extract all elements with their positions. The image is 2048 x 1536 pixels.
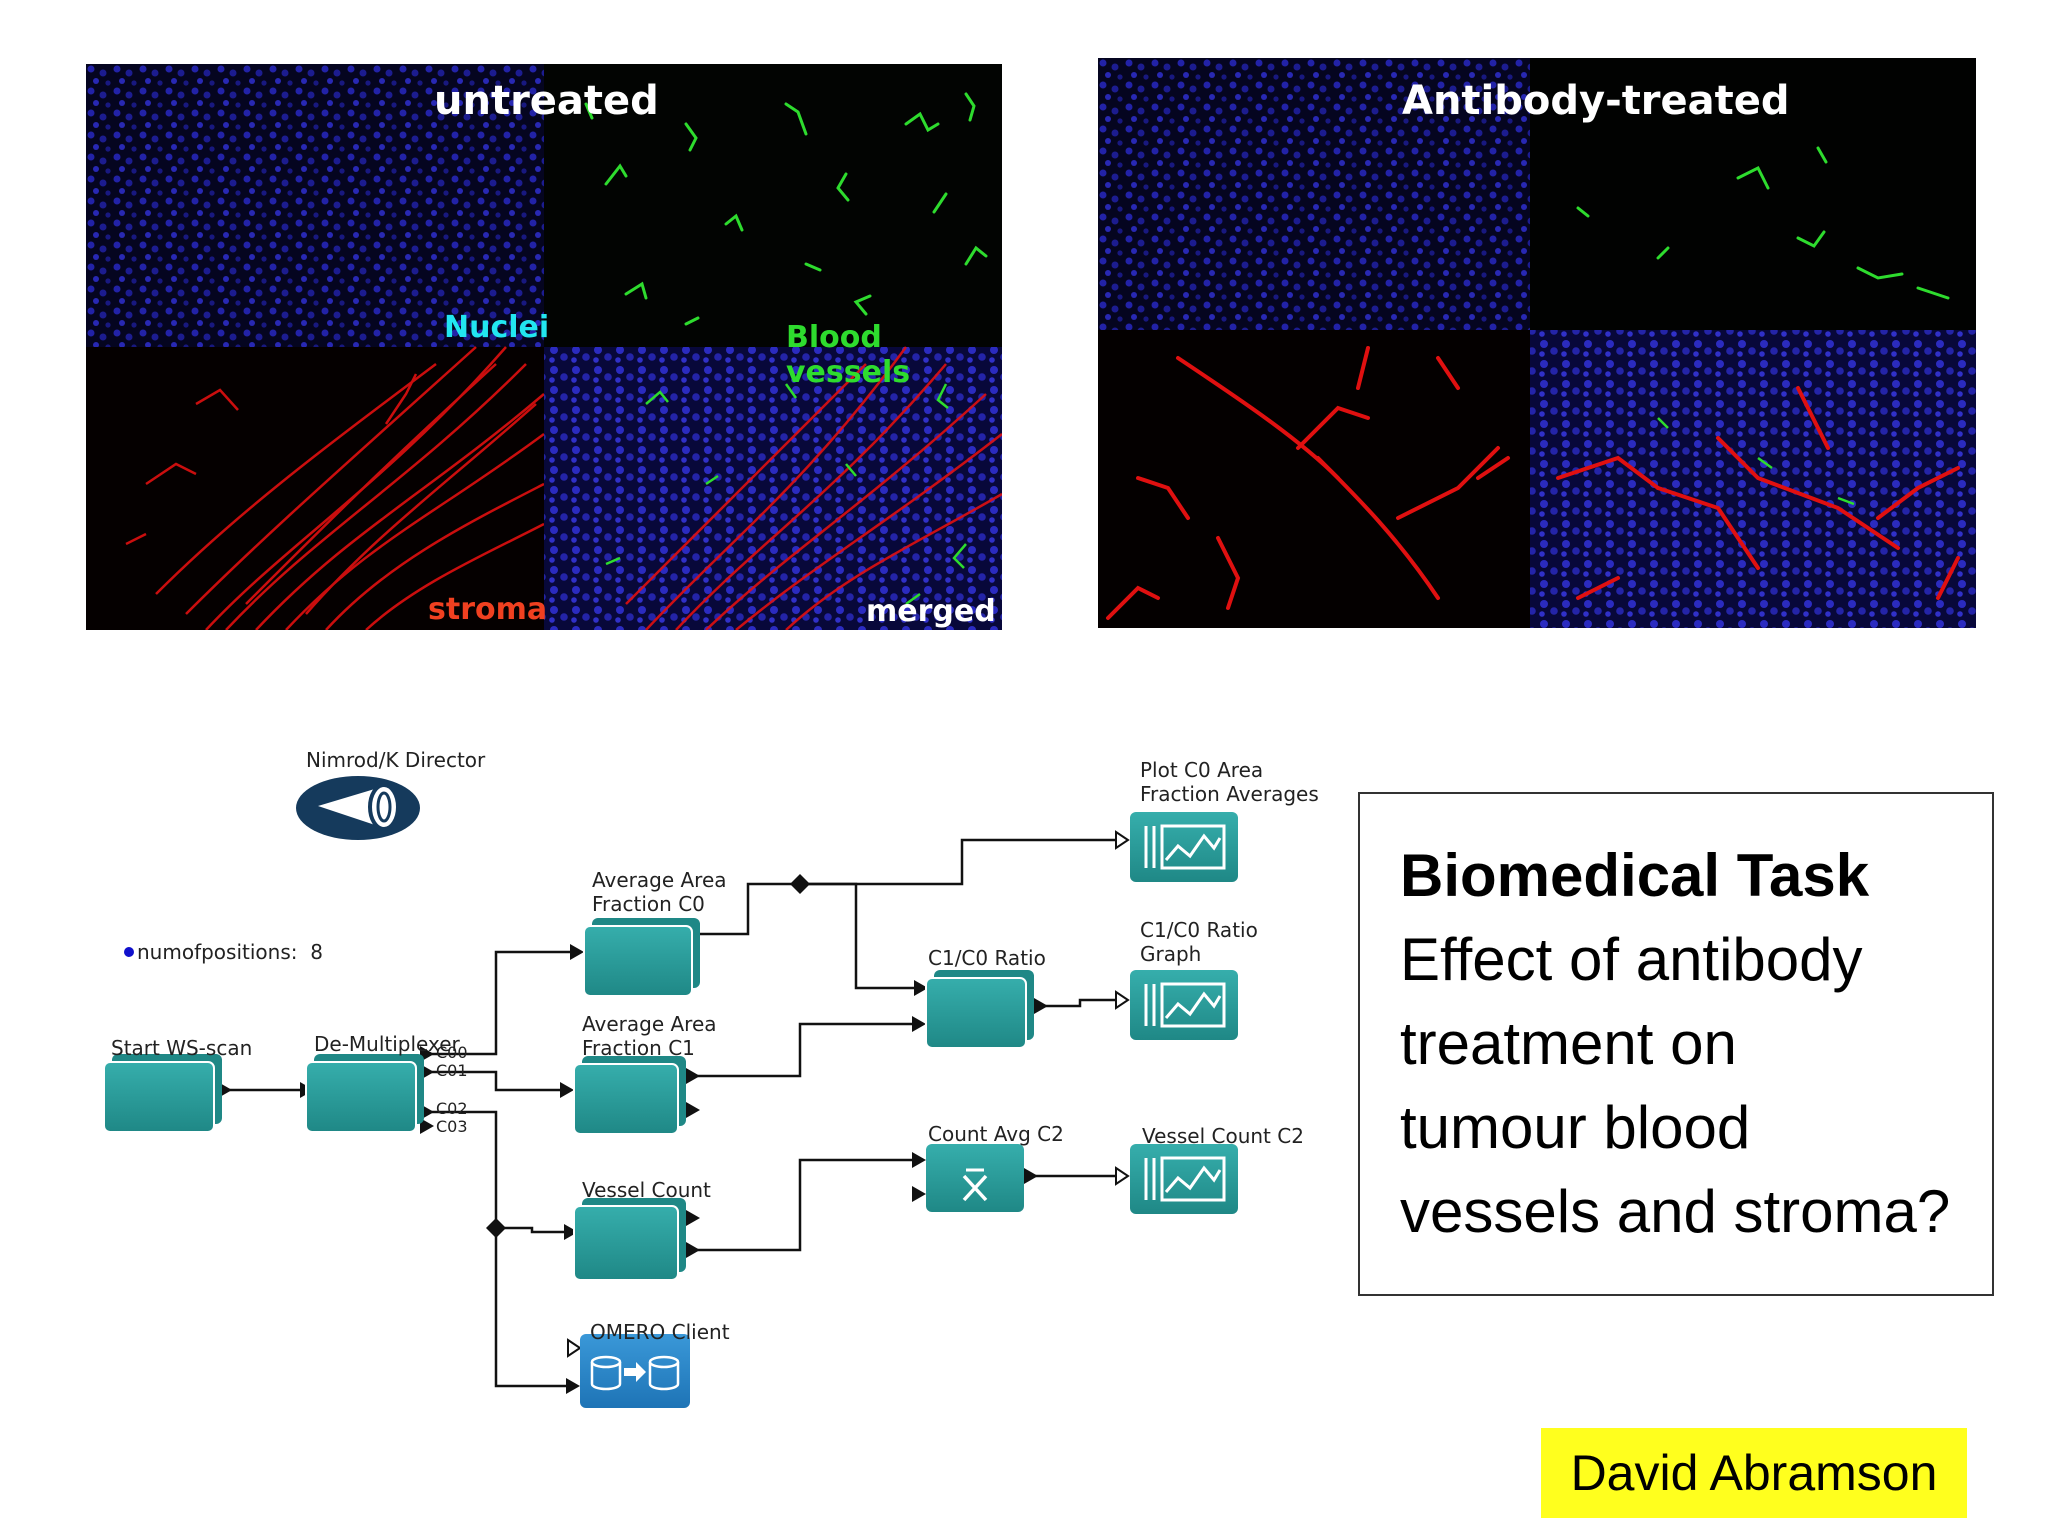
untreated-micrograph [86,64,1002,630]
c1-c0-ratio-actor[interactable] [925,970,1034,1049]
antibody-treated-title: Antibody-treated [1402,78,1790,124]
c1-c0-ratio-label: C1/C0 Ratio [928,946,1046,970]
omero-client-actor[interactable] [580,1334,690,1408]
stroma-label: stroma [428,592,548,627]
task-line-1: Effect of antibody [1400,926,1863,993]
link-split-plot [800,838,1116,886]
biomedical-task-box: Biomedical Task Effect of antibody treat… [1358,792,1994,1296]
task-line-4: vessels and stroma? [1400,1178,1951,1245]
vessel-count-c2-label: Vessel Count C2 [1142,1124,1304,1148]
database-icon [590,1355,680,1391]
average-area-c1-label: Average Area Fraction C1 [582,1012,717,1060]
mean-icon [962,1168,988,1202]
link-vessel-countavg [686,1158,912,1252]
average-area-fraction-c0-actor[interactable] [583,918,700,997]
treated-nuclei-quadrant [1098,58,1530,330]
director-label: Nimrod/K Director [306,748,486,772]
plot-icon [1144,1156,1226,1202]
relation-diamond-c0 [790,874,810,894]
plot-c0-label: Plot C0 Area Fraction Averages [1140,758,1319,806]
blood-vessels-quadrant [544,64,1002,347]
nuclei-quadrant [86,64,544,347]
blood-vessels-label: Blood vessels [786,320,911,390]
nuclei-label: Nuclei [444,310,550,345]
port-c01-label: C01 [436,1061,468,1080]
parameter-dot [124,947,134,957]
count-avg-c2-actor[interactable] [926,1144,1024,1212]
link-ratio-graph [1034,998,1116,1008]
vessel-count-c2-actor[interactable] [1130,1144,1238,1214]
link-avg-c1-ratio [686,1022,912,1078]
link-avg-c0-split [700,882,800,936]
port-c03-label: C03 [436,1117,468,1136]
antibody-treated-micrograph [1098,58,1976,628]
vessel-count-actor[interactable] [573,1198,686,1281]
relation-diamond-vessel [486,1218,506,1238]
task-title: Biomedical Task [1400,842,1870,909]
de-multiplexer-actor[interactable] [305,1054,424,1133]
average-area-c0-label: Average Area Fraction C0 [592,868,727,916]
link-demux-vessel [420,1110,564,1234]
director-icon[interactable] [296,776,420,840]
omero-client-label: OMERO Client [590,1320,730,1344]
plot-c0-actor[interactable] [1130,812,1238,882]
parameter-label[interactable]: numofpositions: 8 [137,940,323,964]
untreated-panel: untreated Nuclei Blood vessels stroma me… [86,64,1002,630]
merged-quadrant [544,347,1002,630]
link-demux-avg-c0 [420,950,570,1056]
count-avg-c2-label: Count Avg C2 [928,1122,1064,1146]
port-c02-label: C02 [436,1099,468,1118]
link-split-ratio [800,882,914,990]
merged-label: merged [866,594,996,629]
task-line-2: treatment on [1400,1010,1737,1077]
start-ws-scan-actor[interactable] [103,1054,222,1133]
author-badge: David Abramson [1541,1428,1967,1518]
treated-merged-quadrant [1530,330,1976,628]
task-line-3: tumour blood [1400,1094,1751,1161]
untreated-title: untreated [434,78,659,124]
de-multiplexer-label: De-Multiplexer [314,1032,460,1056]
start-ws-scan-label: Start WS-scan [111,1036,253,1060]
treated-stroma-quadrant [1098,330,1530,628]
average-area-fraction-c1-actor[interactable] [573,1056,686,1135]
link-demux-omero [494,1228,566,1388]
ratio-graph-label: C1/C0 Ratio Graph [1140,918,1258,966]
treated-vessels-quadrant [1530,58,1976,330]
vessel-count-label: Vessel Count [582,1178,711,1202]
antibody-treated-panel: Antibody-treated [1098,58,1976,628]
port-c00-label: C00 [436,1043,468,1062]
plot-icon [1144,982,1226,1028]
link-demux-avg-c1 [420,1070,560,1092]
ratio-graph-actor[interactable] [1130,970,1238,1040]
plot-icon [1144,824,1226,870]
